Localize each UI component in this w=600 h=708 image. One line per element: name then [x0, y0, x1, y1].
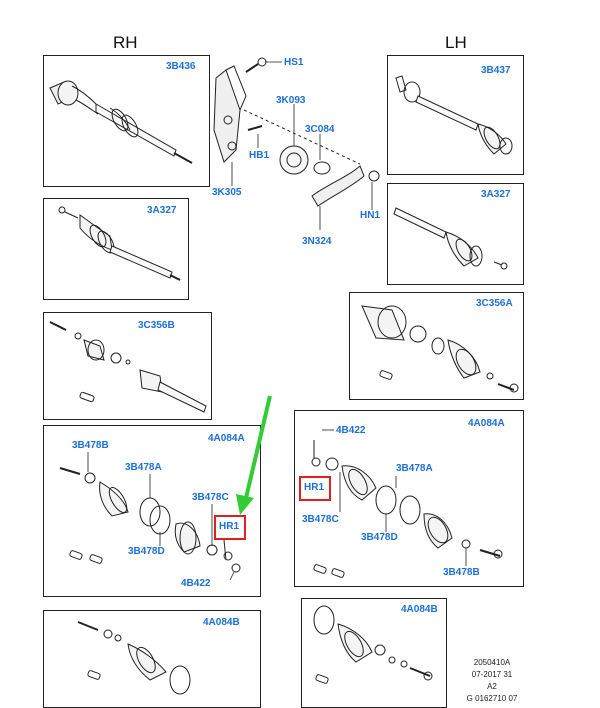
rh-inner-shaft-drawing — [58, 206, 181, 281]
label-rh-3b478b: 3B478B — [72, 440, 109, 451]
rh-4a084a-drawing — [59, 467, 241, 573]
label-3k305: 3K305 — [212, 187, 242, 198]
label-lh-4b422: 4B422 — [336, 425, 366, 436]
rh-driveshaft-drawing — [49, 80, 193, 164]
label-rh-4b422: 4B422 — [181, 578, 211, 589]
label-lh-4a084b: 4A084B — [401, 604, 438, 615]
rh-3c356b-drawing — [49, 321, 207, 413]
label-lh-3b478d: 3B478D — [361, 532, 398, 543]
label-lh-3b478c: 3B478C — [302, 514, 339, 525]
rh-hr1-highlight-box — [214, 515, 246, 540]
label-rh-3b478a: 3B478A — [125, 462, 162, 473]
lh-4a084a-drawing — [311, 440, 503, 578]
label-3c356a: 3C356A — [476, 298, 513, 309]
label-3n324: 3N324 — [302, 236, 332, 247]
label-hs1: HS1 — [284, 57, 304, 68]
lh-inner-shaft-drawing — [393, 207, 508, 270]
lh-title: LH — [445, 33, 467, 52]
label-rh-4a084a: 4A084A — [208, 433, 245, 444]
label-3c356b: 3C356B — [138, 320, 175, 331]
label-lh-3b478b: 3B478B — [443, 567, 480, 578]
label-hb1: HB1 — [249, 150, 270, 161]
rh-title: RH — [113, 33, 138, 52]
panel-lh-4a084a — [294, 410, 524, 587]
rh-4a084b-drawing — [77, 621, 191, 695]
label-rh-4a084b: 4A084B — [203, 617, 240, 628]
lh-3c356a-drawing — [361, 305, 519, 393]
label-rh-3b478c: 3B478C — [192, 492, 229, 503]
footer-ref-line4: G 0162710 07 — [466, 694, 518, 703]
lh-driveshaft-drawing — [395, 75, 513, 155]
label-rh-hr1: HR1 — [219, 521, 240, 532]
panel-lh-4a084b — [301, 598, 447, 708]
footer-ref-line2: 07-2017 31 — [471, 670, 513, 679]
lh-4a084b-drawing — [313, 605, 433, 684]
label-rh-3a327: 3A327 — [147, 205, 177, 216]
label-hn1: HN1 — [360, 210, 381, 221]
green-arrow — [236, 395, 272, 515]
footer-ref-line1: 2050410A — [473, 658, 511, 667]
label-lh-3a327: 3A327 — [481, 189, 511, 200]
footer-ref-line3: A2 — [487, 682, 497, 691]
label-3c084: 3C084 — [305, 124, 335, 135]
label-3k093: 3K093 — [276, 95, 306, 106]
label-3b437: 3B437 — [481, 65, 511, 76]
label-3b436: 3B436 — [166, 61, 196, 72]
center-bearing-drawing — [213, 57, 380, 207]
lh-hr1-highlight-box — [299, 476, 331, 501]
label-rh-3b478d: 3B478D — [128, 546, 165, 557]
label-lh-3b478a: 3B478A — [396, 463, 433, 474]
label-lh-4a084a: 4A084A — [468, 418, 505, 429]
leader-lines — [87, 61, 467, 581]
label-lh-hr1: HR1 — [304, 482, 325, 493]
